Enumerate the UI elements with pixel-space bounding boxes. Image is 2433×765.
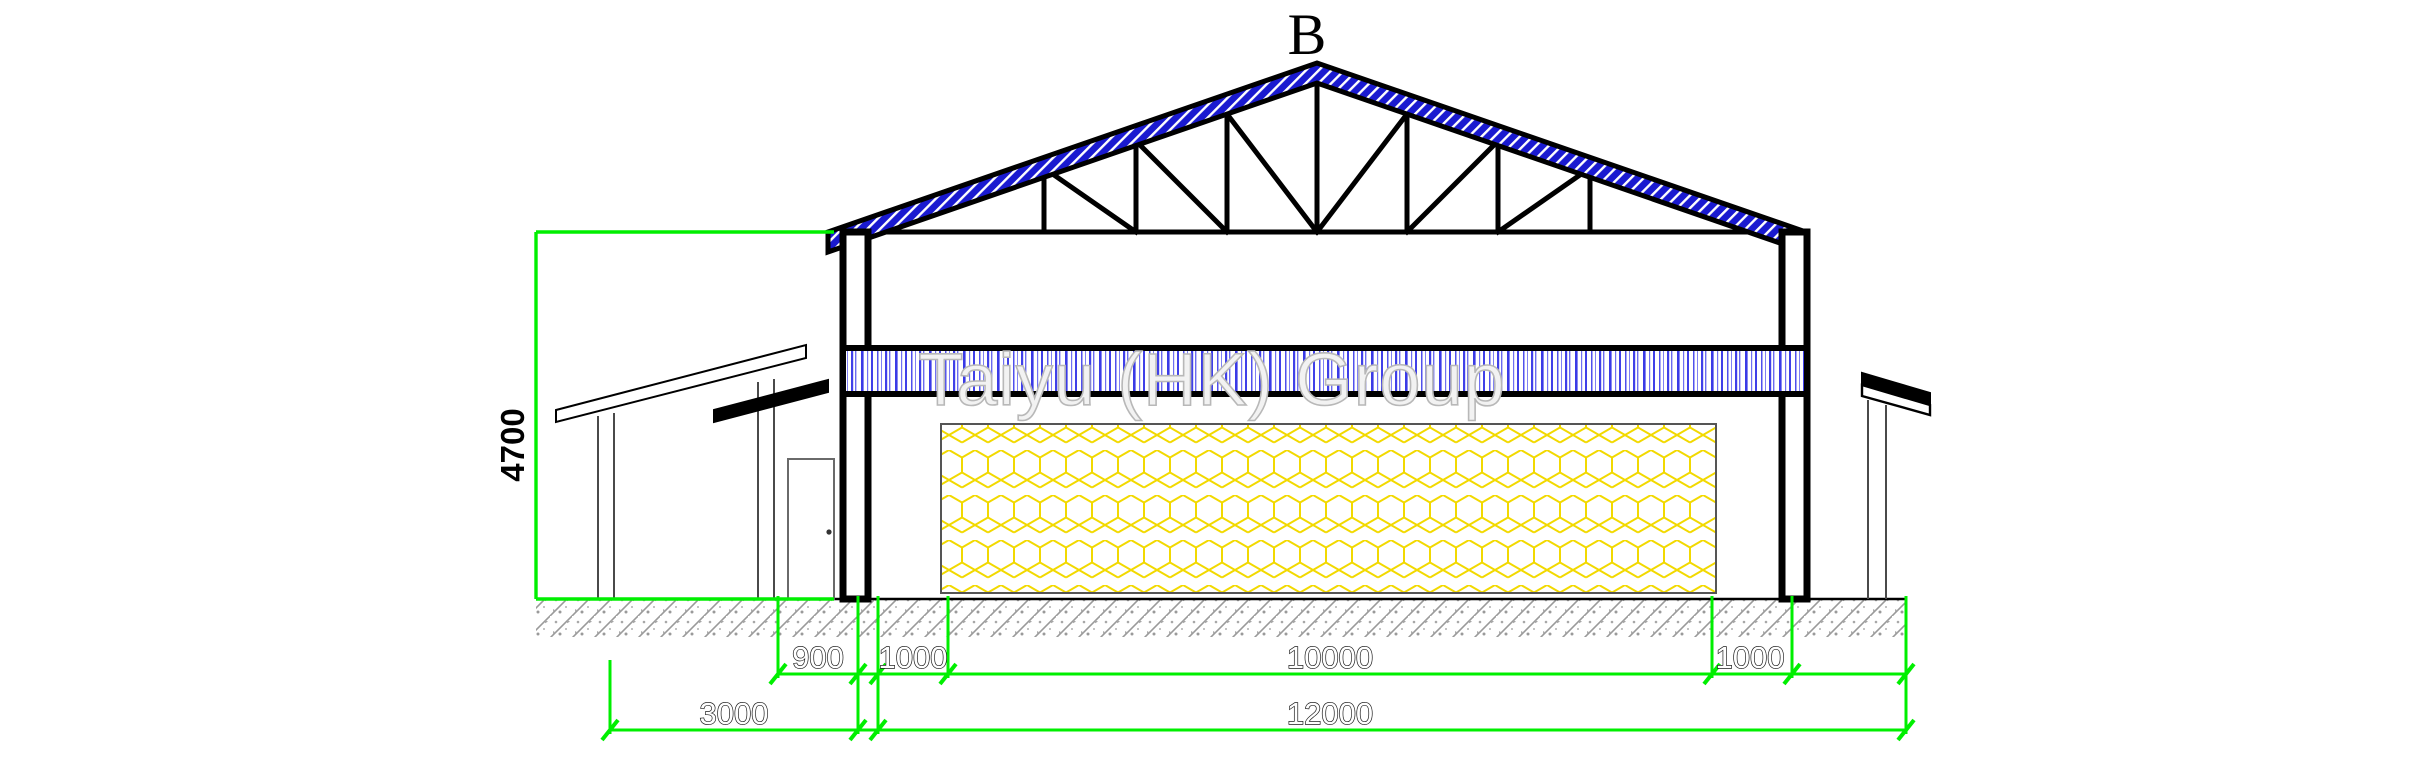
dim-label-10000: 10000 [1287, 640, 1373, 675]
wall-panel-strip [840, 345, 1810, 397]
truss-diag-l3 [1223, 110, 1321, 236]
ground-hatch [536, 599, 1906, 637]
dim-label-900: 900 [792, 640, 844, 675]
dim-upper-labels: 900 1000 10000 1000 [791, 639, 1785, 675]
main-column-right [1778, 228, 1811, 603]
wire-mesh-infill [940, 423, 1717, 594]
truss-diag-l1 [1040, 164, 1140, 236]
wall-cladding-band [840, 345, 1810, 397]
main-column-left [839, 228, 872, 603]
dimension-4700 [534, 230, 834, 601]
mesh-panel [940, 423, 1717, 594]
dim-4700-label: 4700 [494, 408, 531, 481]
door-leaf[interactable] [787, 458, 835, 600]
main-columns [839, 228, 1811, 603]
left-lean-to [555, 343, 835, 600]
truss-diag-l2 [1132, 137, 1231, 236]
roof-truss [831, 79, 1803, 236]
dim-lower-ticks [600, 718, 1916, 742]
dimension-row-lower [600, 660, 1916, 742]
watermark: Taiyu (HK) Group [918, 338, 1506, 421]
truss-diag-r3 [1313, 110, 1411, 236]
page-title: B [1288, 2, 1327, 67]
right-canopy-roof [1860, 383, 1932, 417]
truss-diag-r2 [1403, 137, 1502, 236]
left-canopy-roof [555, 343, 807, 424]
dim-label-1000-left: 1000 [879, 640, 948, 675]
ground [536, 597, 1906, 637]
truss-diag-r1 [1494, 164, 1594, 236]
dim-label-12000: 12000 [1287, 696, 1373, 731]
left-lean-to-beam [713, 378, 829, 424]
right-lean-to [1860, 371, 1932, 599]
dim-lower-labels: 3000 12000 [699, 695, 1374, 731]
personnel-door[interactable] [787, 458, 835, 600]
dim-label-1000-right: 1000 [1716, 640, 1785, 675]
dim-label-3000: 3000 [700, 696, 769, 731]
door-handle-icon[interactable] [826, 529, 832, 535]
